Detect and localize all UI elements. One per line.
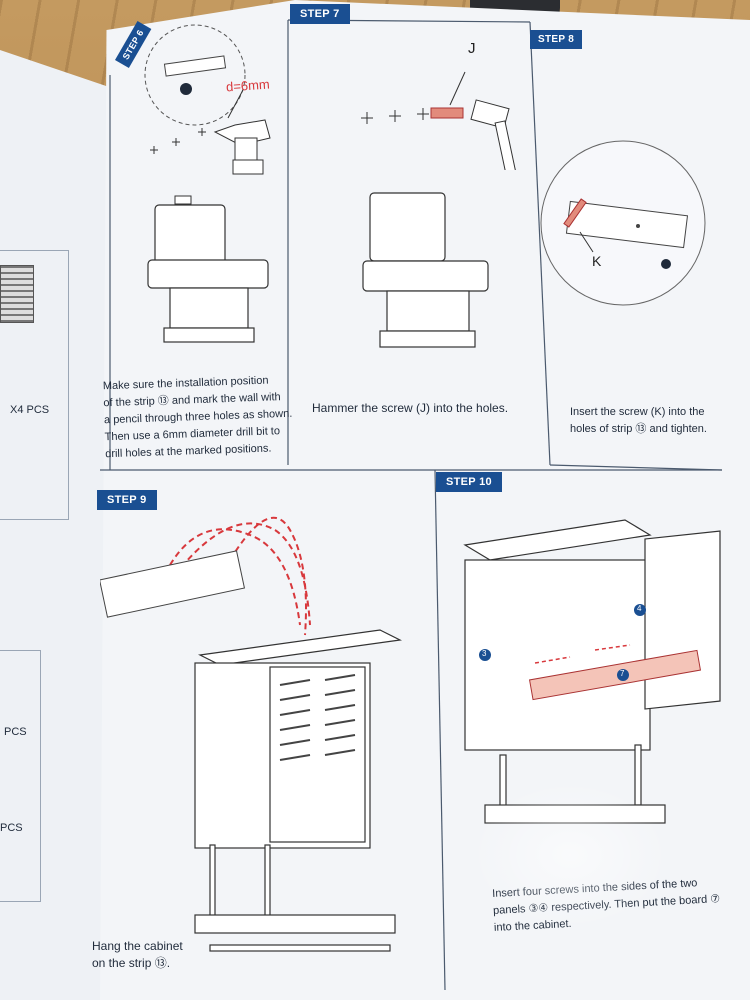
step9-label: STEP 9 (97, 490, 157, 510)
step9-instructions: Hang the cabinet on the strip ⑬. (92, 938, 183, 972)
callout-board-7: 7 (620, 669, 625, 678)
instruction-line: Insert the screw (K) into the (570, 406, 705, 418)
step8-instructions: Insert the screw (K) into the holes of s… (570, 404, 707, 438)
toilet-illustration (147, 195, 269, 343)
toilet-illustration (362, 192, 489, 348)
instruction-line: Hang the cabinet (92, 939, 183, 953)
screw-label-k: K (592, 253, 602, 269)
instruction-line: holes of strip ⑬ and tighten. (570, 423, 707, 435)
drill-bit-dimension: d=6mm (225, 76, 271, 95)
left-page: X4 PCS PCS PCS (0, 50, 112, 1000)
parts-count: PCS (4, 726, 27, 738)
instruction-line: on the strip ⑬. (92, 956, 171, 970)
step6-drill-illustration (144, 24, 271, 175)
step10-label: STEP 10 (436, 472, 502, 492)
parts-table-grid (0, 250, 69, 520)
vent-part-image (0, 265, 34, 323)
step8-strip-detail (540, 140, 706, 306)
step7-label: STEP 7 (290, 4, 350, 24)
parts-count: X4 PCS (10, 404, 50, 416)
step8-label: STEP 8 (530, 30, 583, 49)
step9-hang-cabinet-illustration (100, 516, 402, 952)
callout-panel-3: 3 (482, 649, 487, 658)
step7-hammer-illustration (361, 71, 518, 170)
part-13-callout (180, 83, 192, 95)
step6-instructions: Make sure the installation position of t… (103, 372, 294, 464)
step7-instructions: Hammer the screw (J) into the holes. (312, 401, 509, 415)
light-glare (470, 780, 670, 930)
callout-panel-4: 4 (637, 604, 642, 613)
screw-label-j: J (468, 40, 476, 57)
parts-table-grid (0, 650, 41, 902)
parts-count: PCS (0, 822, 23, 834)
